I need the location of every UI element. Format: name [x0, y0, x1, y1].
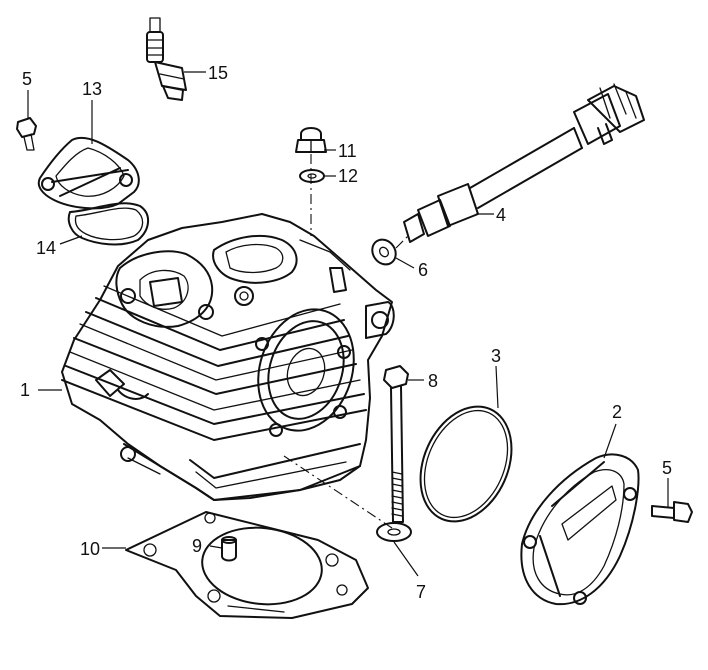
callout-3: 3	[491, 346, 501, 366]
bolt-top-left	[16, 117, 37, 151]
sensor-washer	[371, 238, 397, 266]
callout-7: 7	[416, 582, 426, 602]
cap-nut	[295, 127, 327, 153]
callout-labels: 1 2 3 4 5 5 6 7 8 9 10 11 12 13 14 15	[20, 63, 672, 602]
callout-6: 6	[418, 260, 428, 280]
callout-13: 13	[82, 79, 102, 99]
callout-5-top-left: 5	[22, 69, 32, 89]
assembly-centerlines	[283, 154, 409, 529]
head-gasket	[125, 511, 369, 619]
callout-5-right: 5	[662, 458, 672, 478]
temperature-sensor	[403, 83, 645, 243]
callout-8: 8	[428, 371, 438, 391]
callout-15: 15	[208, 63, 228, 83]
bolt-washer	[376, 522, 412, 542]
tappet-cover-gasket	[67, 202, 149, 246]
callout-12: 12	[338, 166, 358, 186]
cylinder-head	[61, 213, 395, 501]
callout-14: 14	[36, 238, 56, 258]
callout-2: 2	[612, 402, 622, 422]
callout-1: 1	[20, 380, 30, 400]
spark-plug	[146, 17, 187, 101]
washer-small	[299, 169, 325, 183]
o-ring	[419, 405, 513, 523]
bolt-right	[651, 501, 693, 523]
callout-4: 4	[496, 205, 506, 225]
callout-9: 9	[192, 536, 202, 556]
side-cover	[520, 453, 640, 606]
callout-10: 10	[80, 539, 100, 559]
dowel-pin	[221, 536, 237, 562]
leader-lines	[27, 71, 669, 577]
long-stud-bolt	[383, 365, 409, 523]
callout-11: 11	[338, 141, 357, 161]
tappet-cover	[37, 136, 140, 210]
